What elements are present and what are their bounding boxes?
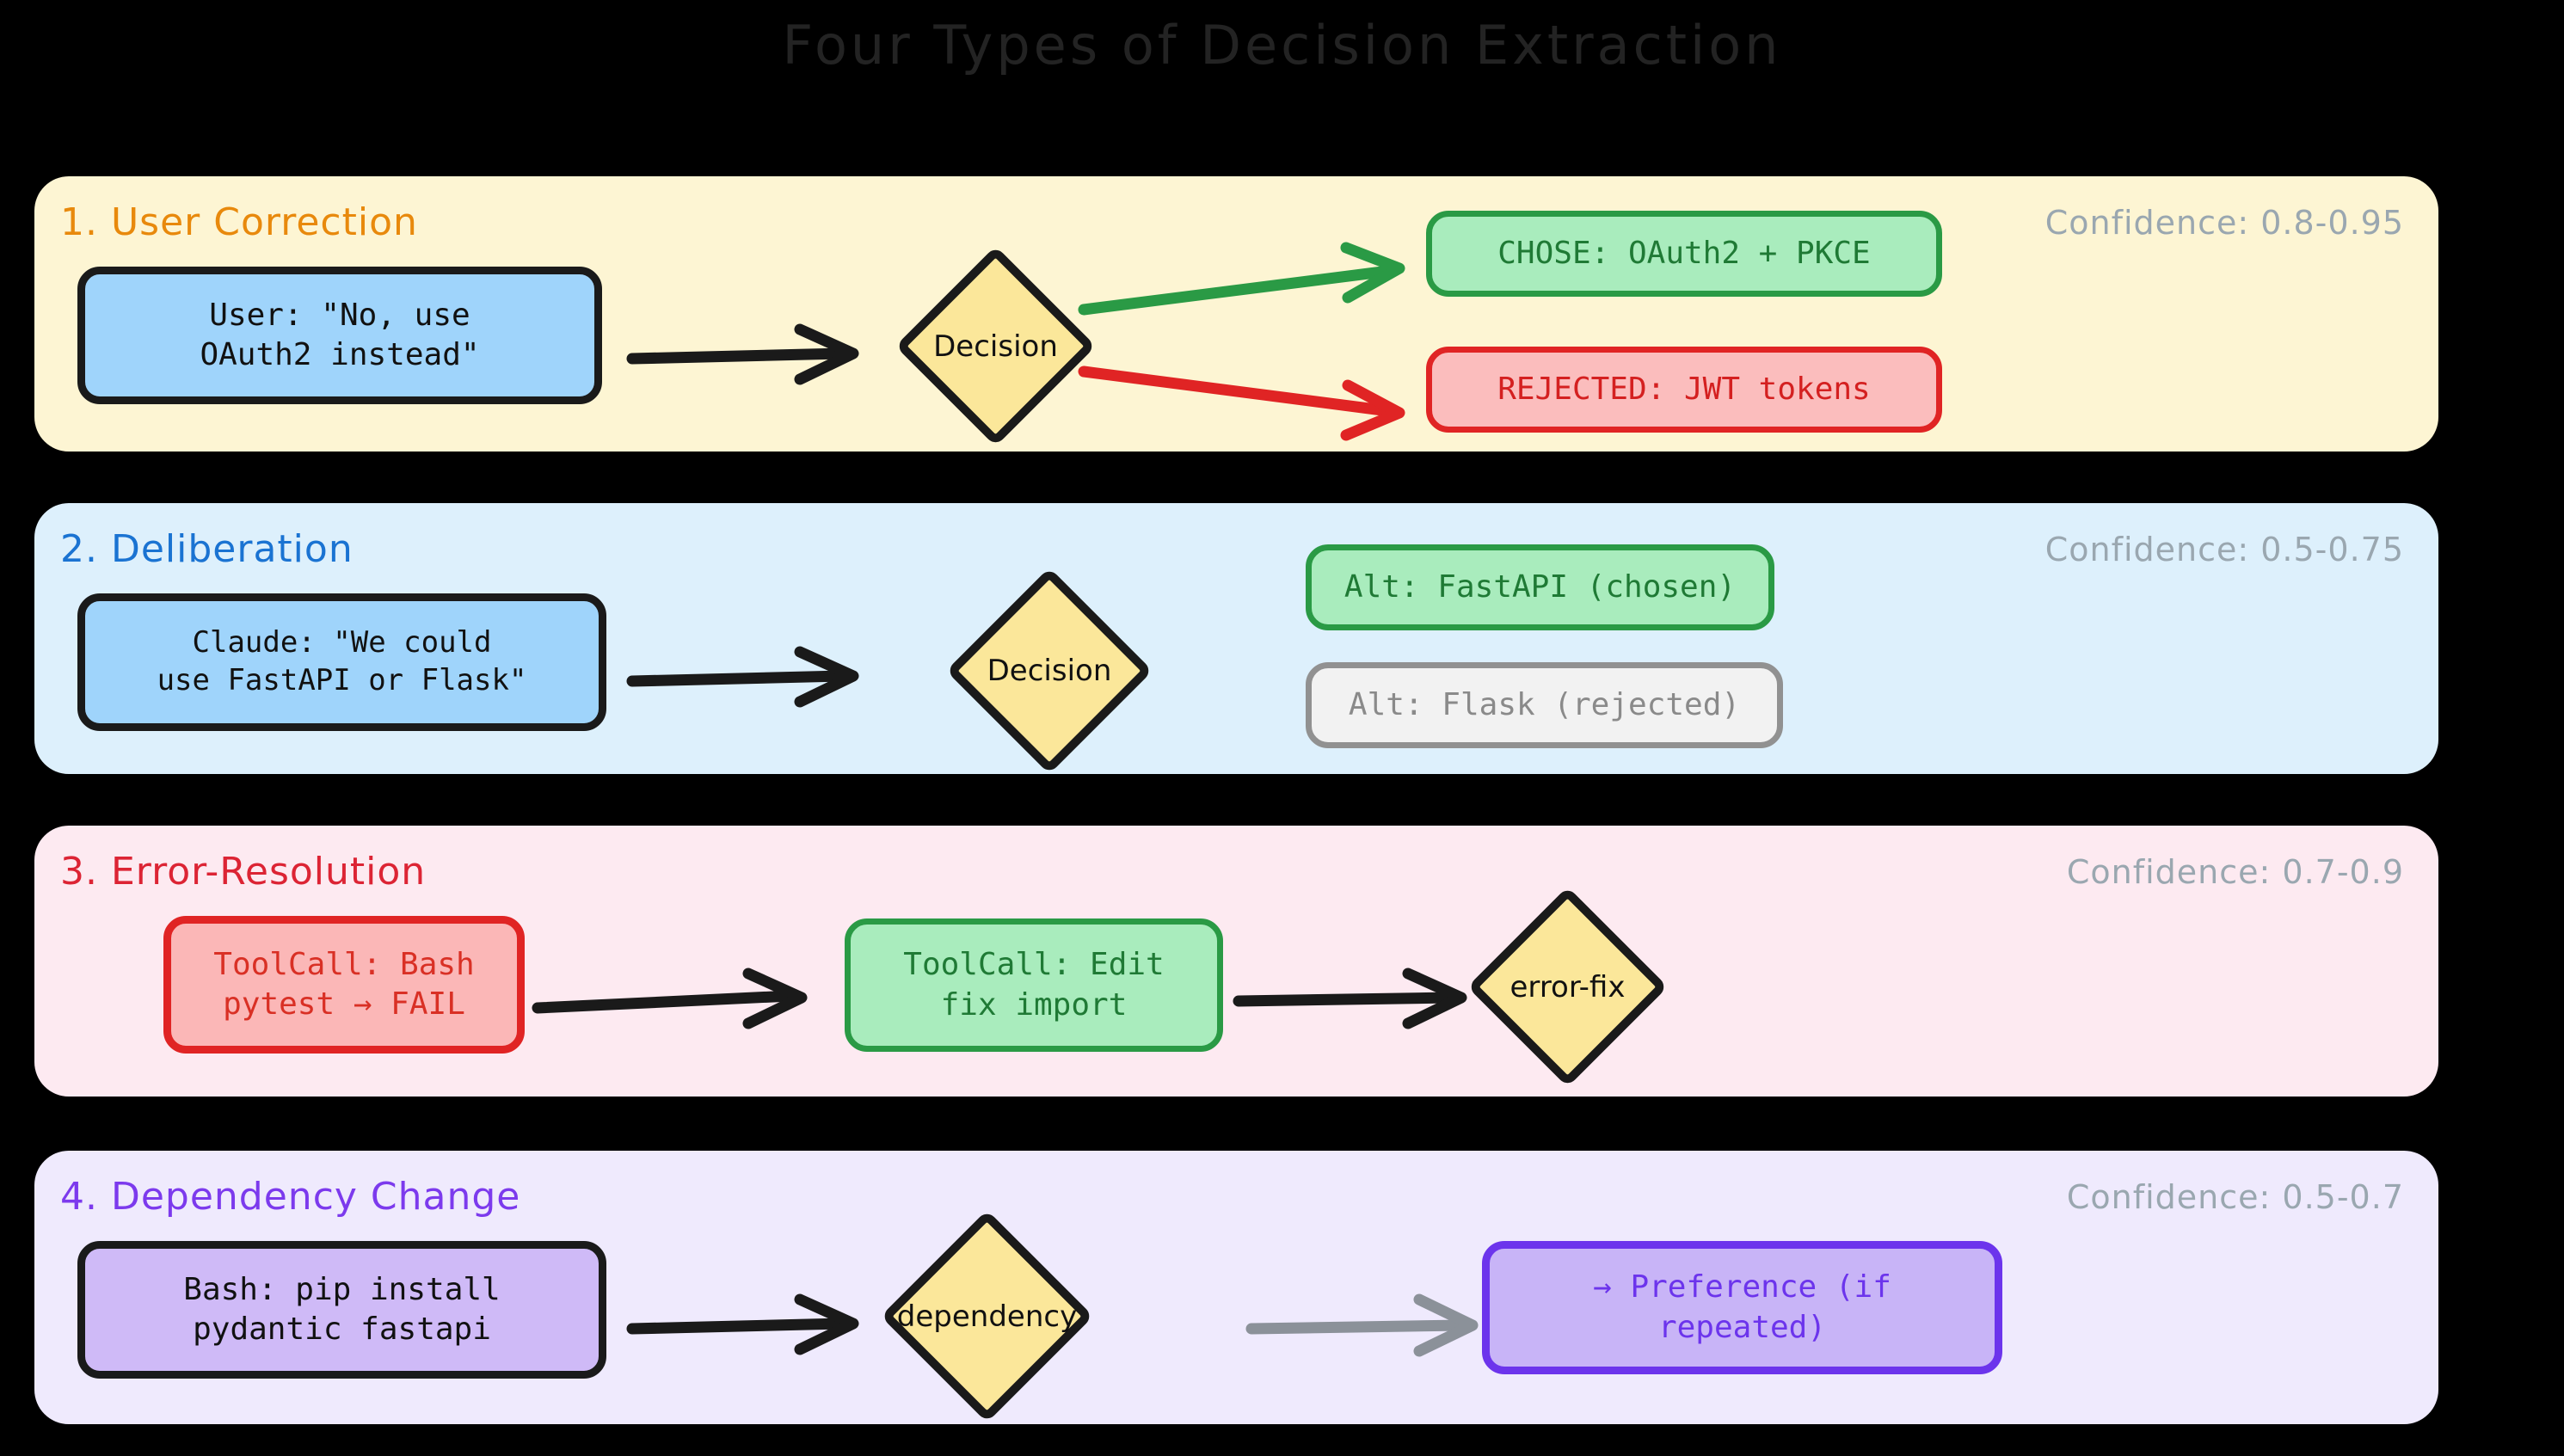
node-toolcall-bash[interactable]: ToolCall: Bash pytest → FAIL (163, 916, 525, 1054)
page-title: Four Types of Decision Extraction (782, 14, 1782, 77)
arrow-user-to-decision (626, 314, 912, 400)
panel-title-error-resolution: 3. Error-Resolution (60, 850, 427, 894)
node-claude-utterance[interactable]: Claude: "We could use FastAPI or Flask" (77, 593, 606, 731)
confidence-user-correction: Confidence: 0.8-0.95 (2044, 204, 2404, 242)
panel-title-deliberation: 2. Deliberation (60, 527, 354, 571)
node-alt-chosen[interactable]: Alt: FastAPI (chosen) (1306, 544, 1774, 630)
diamond-dependency[interactable]: dependency (880, 1209, 1094, 1423)
panel-title-user-correction: 1. User Correction (60, 200, 418, 244)
diamond-decision-2[interactable]: Decision (945, 567, 1153, 775)
diamond-error-fix[interactable]: error-fix (1466, 886, 1669, 1088)
arrow-dependency-to-preference (1245, 1284, 1522, 1370)
confidence-dependency-change: Confidence: 0.5-0.7 (2066, 1178, 2404, 1216)
node-chose-outcome[interactable]: CHOSE: OAuth2 + PKCE (1426, 211, 1942, 297)
diamond-label: dependency (896, 1299, 1078, 1334)
node-user-utterance[interactable]: User: "No, use OAuth2 instead" (77, 267, 602, 404)
node-bash-pip-install[interactable]: Bash: pip install pydantic fastapi (77, 1241, 606, 1379)
node-alt-rejected[interactable]: Alt: Flask (rejected) (1306, 662, 1783, 748)
arrow-bash-to-dependency (626, 1284, 912, 1370)
diamond-label: Decision (987, 654, 1112, 688)
node-toolcall-edit[interactable]: ToolCall: Edit fix import (845, 918, 1223, 1052)
diamond-decision-1[interactable]: Decision (895, 245, 1097, 447)
panel-dependency-change: 4. Dependency Change Confidence: 0.5-0.7… (34, 1151, 2438, 1424)
confidence-error-resolution: Confidence: 0.7-0.9 (2066, 853, 2404, 891)
panel-user-correction: 1. User Correction Confidence: 0.8-0.95 … (34, 176, 2438, 452)
node-rejected-outcome[interactable]: REJECTED: JWT tokens (1426, 347, 1942, 433)
arrow-decision-to-chose (1078, 224, 1441, 361)
confidence-deliberation: Confidence: 0.5-0.75 (2044, 531, 2404, 568)
diamond-label: error-fix (1510, 969, 1626, 1004)
arrow-decision-to-rejected (1078, 353, 1441, 490)
panel-deliberation: 2. Deliberation Confidence: 0.5-0.75 Cla… (34, 503, 2438, 775)
arrow-bash-to-edit (532, 955, 860, 1041)
arrow-edit-to-errorfix (1233, 956, 1510, 1042)
panel-error-resolution: 3. Error-Resolution Confidence: 0.7-0.9 … (34, 826, 2438, 1097)
node-preference-outcome[interactable]: → Preference (if repeated) (1482, 1241, 2002, 1374)
diamond-label: Decision (933, 329, 1058, 364)
panel-title-dependency-change: 4. Dependency Change (60, 1175, 521, 1219)
arrow-claude-to-decision (626, 636, 912, 722)
